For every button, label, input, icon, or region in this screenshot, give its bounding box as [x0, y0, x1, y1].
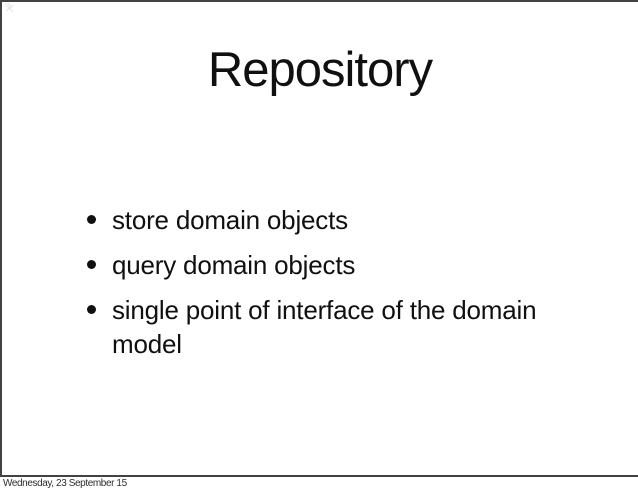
bullet-text: store domain objects [112, 205, 348, 235]
bullet-dot-icon [87, 260, 96, 269]
bullet-item: single point of interface of the domain … [87, 293, 559, 361]
slide-canvas: Repository store domain objects query dom… [0, 0, 638, 477]
bullet-item: query domain objects [87, 248, 559, 282]
bullet-dot-icon [87, 305, 96, 314]
corner-scribble-icon [4, 2, 14, 13]
bullet-text: single point of interface of the domain … [112, 295, 537, 359]
bullet-dot-icon [87, 215, 96, 224]
bullet-list: store domain objects query domain objects… [87, 203, 559, 372]
bullet-item: store domain objects [87, 203, 559, 237]
bullet-text: query domain objects [112, 250, 356, 280]
footer-date: Wednesday, 23 September 15 [3, 478, 127, 489]
slide-title: Repository [207, 43, 433, 97]
